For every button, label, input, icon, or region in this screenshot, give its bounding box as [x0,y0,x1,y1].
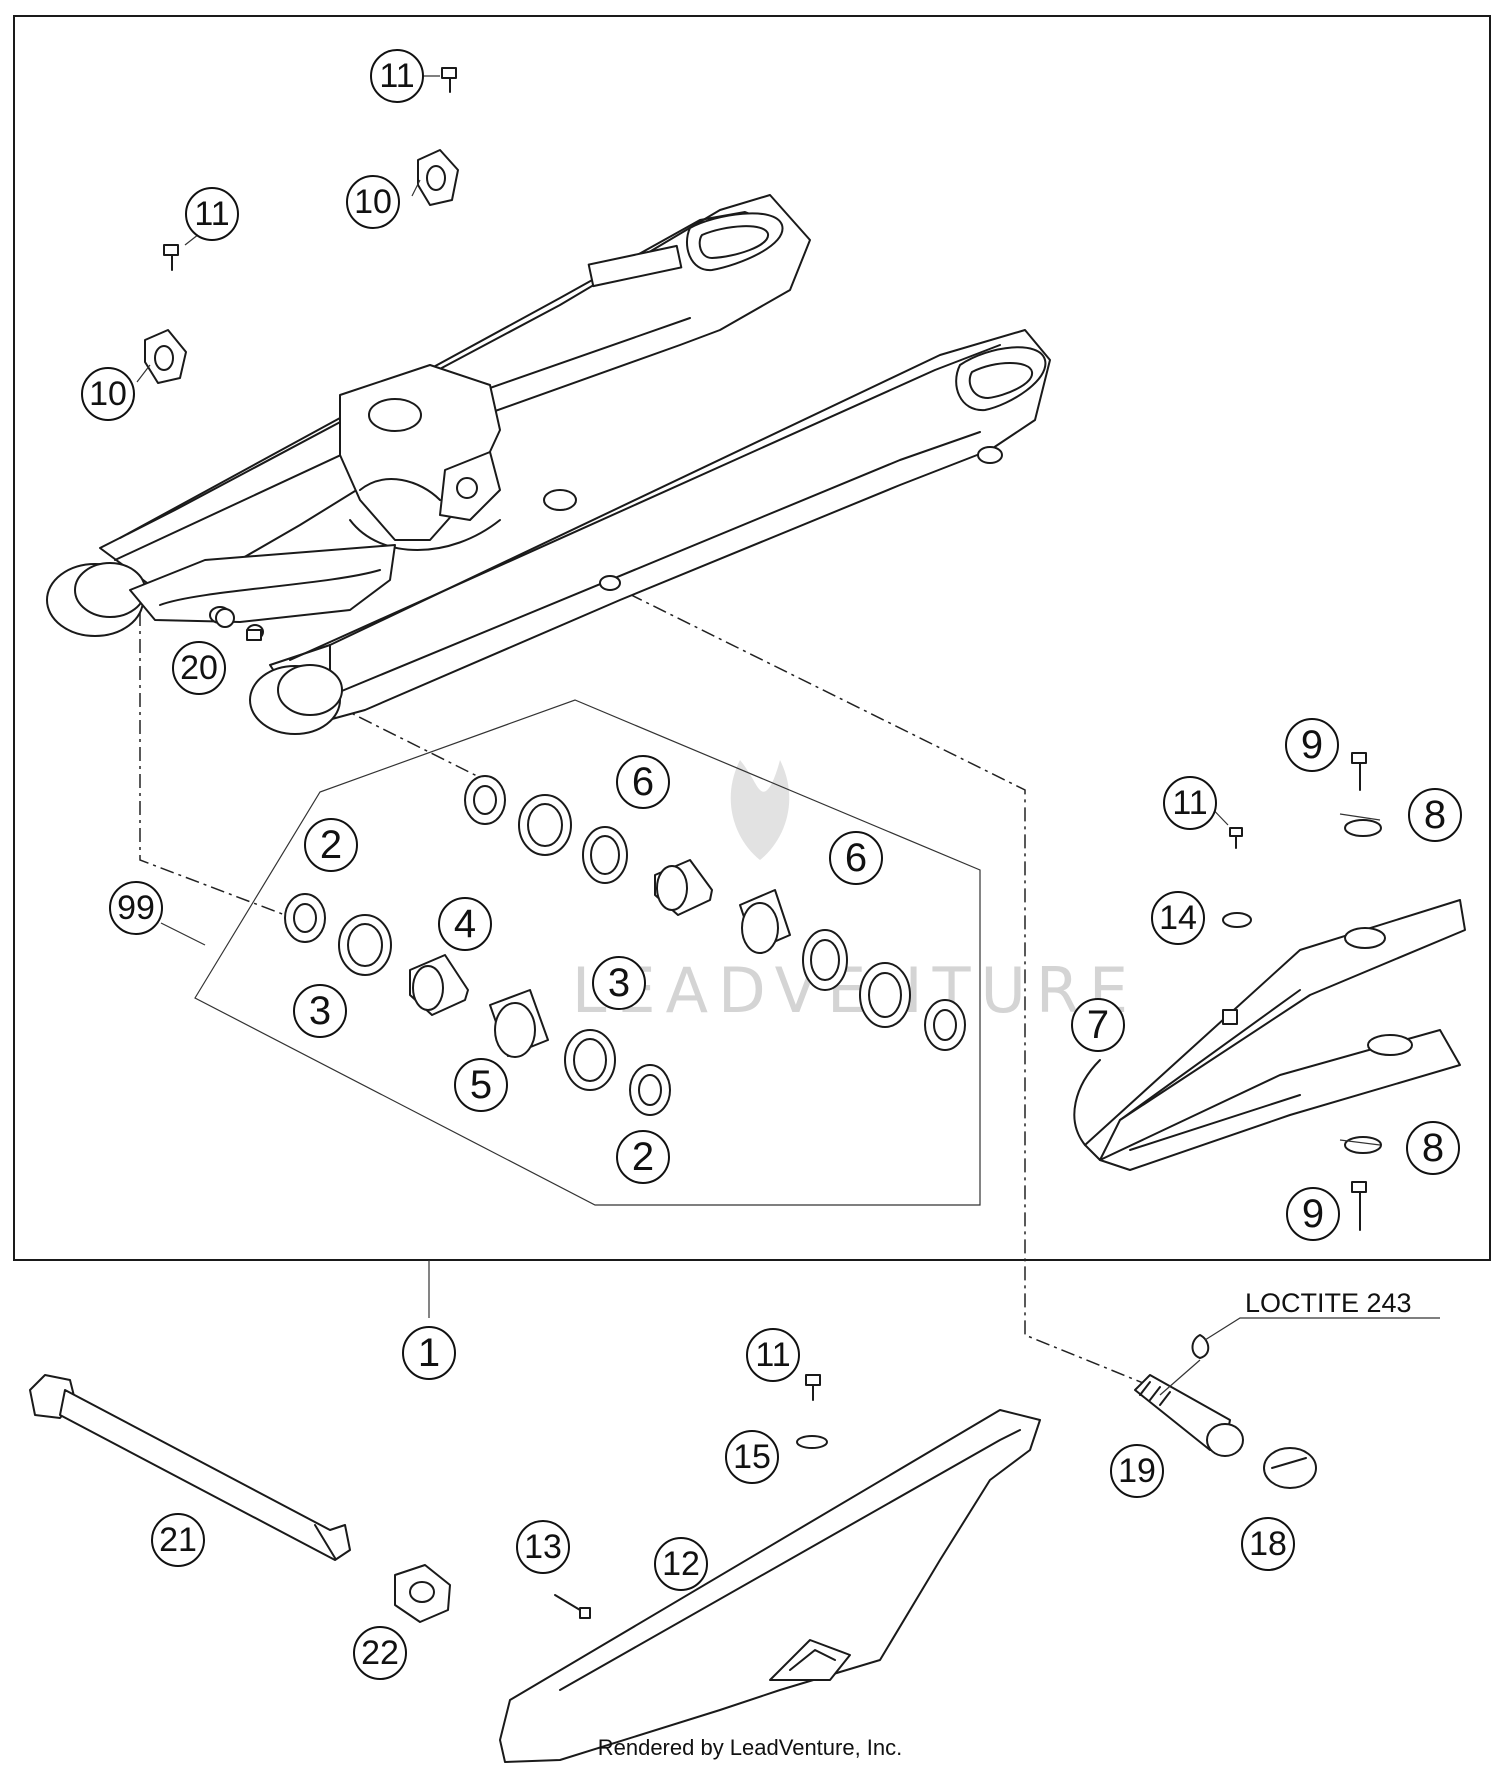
credit-text: Rendered by LeadVenture, Inc. [598,1735,903,1760]
callout-5: 5 [454,1058,508,1112]
loctite-note: LOCTITE 243 [1245,1288,1412,1318]
callout-7: 7 [1071,998,1125,1052]
svg-text:3: 3 [608,961,630,1005]
callout-4: 4 [438,897,492,951]
svg-text:11: 11 [1172,784,1207,822]
callout-1: 1 [402,1326,456,1380]
watermark-text: LEADVENTURE [572,954,1138,1027]
callout-2: 2 [616,1130,670,1184]
callout-15: 15 [725,1430,779,1484]
svg-text:2: 2 [320,823,342,867]
callout-3: 3 [592,956,646,1010]
svg-text:10: 10 [89,375,127,413]
callout-12: 12 [654,1537,708,1591]
callout-21: 21 [151,1513,205,1567]
chain-slider-7 [1073,899,1466,1171]
callout-19: 19 [1110,1444,1164,1498]
svg-text:13: 13 [524,1528,562,1566]
screw-9b [1351,1181,1367,1231]
svg-text:18: 18 [1249,1525,1287,1563]
svg-text:9: 9 [1302,1192,1324,1236]
cap-18 [1263,1447,1317,1489]
callout-9: 9 [1286,1187,1340,1241]
svg-text:2: 2 [632,1135,654,1179]
washer-8b [1344,1136,1382,1154]
callout-8: 8 [1406,1121,1460,1175]
callout-9: 9 [1285,718,1339,772]
callout-20: 20 [172,641,226,695]
grease-nipple-20 [215,608,262,641]
svg-text:10: 10 [354,183,392,221]
svg-text:11: 11 [379,57,414,95]
screw-13 [554,1594,591,1619]
washer-8a [1344,819,1382,837]
pivot-axle-21 [29,1374,351,1561]
nut-22 [394,1564,451,1623]
svg-text:11: 11 [755,1336,790,1374]
callout-10: 10 [346,175,400,229]
callout-11: 11 [370,49,424,103]
svg-text:14: 14 [1159,899,1197,937]
callouts: 11 10 11 10 20 6 6 2 4 99 3 3 5 2 9 11 8… [81,49,1462,1680]
svg-text:7: 7 [1087,1003,1109,1047]
callout-8: 8 [1408,788,1462,842]
callout-3: 3 [293,984,347,1038]
nut-14 [1222,912,1252,928]
assembly-frame [13,15,1491,1261]
callout-6: 6 [616,755,670,809]
callout-2: 2 [304,818,358,872]
watermark: LEADVENTURE [572,760,1138,1027]
chain-guard-12 [499,1409,1041,1763]
bolt-11b [163,244,179,271]
clip-10a [417,149,459,206]
swingarm [46,194,1051,735]
svg-text:21: 21 [159,1521,197,1559]
svg-text:3: 3 [309,989,331,1033]
callout-6: 6 [829,831,883,885]
svg-text:20: 20 [180,649,218,687]
clip-10b [144,329,187,384]
svg-text:11: 11 [194,195,229,233]
screw-9a [1351,752,1367,791]
svg-text:6: 6 [632,760,654,804]
svg-text:8: 8 [1422,1126,1444,1170]
svg-text:19: 19 [1118,1452,1156,1490]
callout-11: 11 [746,1328,800,1382]
svg-text:9: 9 [1301,723,1323,767]
svg-text:5: 5 [470,1063,492,1107]
bolt-19 [1134,1374,1244,1457]
svg-text:15: 15 [733,1438,771,1476]
bearing-kit-parts [284,775,966,1116]
screw-11d [805,1374,821,1401]
callout-99: 99 [109,881,163,935]
bearing-kit-outline [194,699,981,1206]
bolt-11a [441,67,457,93]
washer-15 [796,1435,828,1449]
svg-text:4: 4 [454,902,476,946]
svg-text:1: 1 [418,1331,440,1375]
callout-22: 22 [353,1626,407,1680]
callout-18: 18 [1241,1517,1295,1571]
callout-14: 14 [1151,891,1205,945]
svg-text:8: 8 [1424,793,1446,837]
svg-text:6: 6 [845,836,867,880]
svg-text:12: 12 [662,1545,700,1583]
screw-11c [1229,827,1243,849]
callout-11: 11 [1163,776,1217,830]
callout-13: 13 [516,1520,570,1574]
loctite-drop [1159,1317,1440,1396]
svg-text:99: 99 [117,889,155,927]
callout-10: 10 [81,367,135,421]
callout-11: 11 [185,187,239,241]
svg-text:22: 22 [361,1634,399,1672]
